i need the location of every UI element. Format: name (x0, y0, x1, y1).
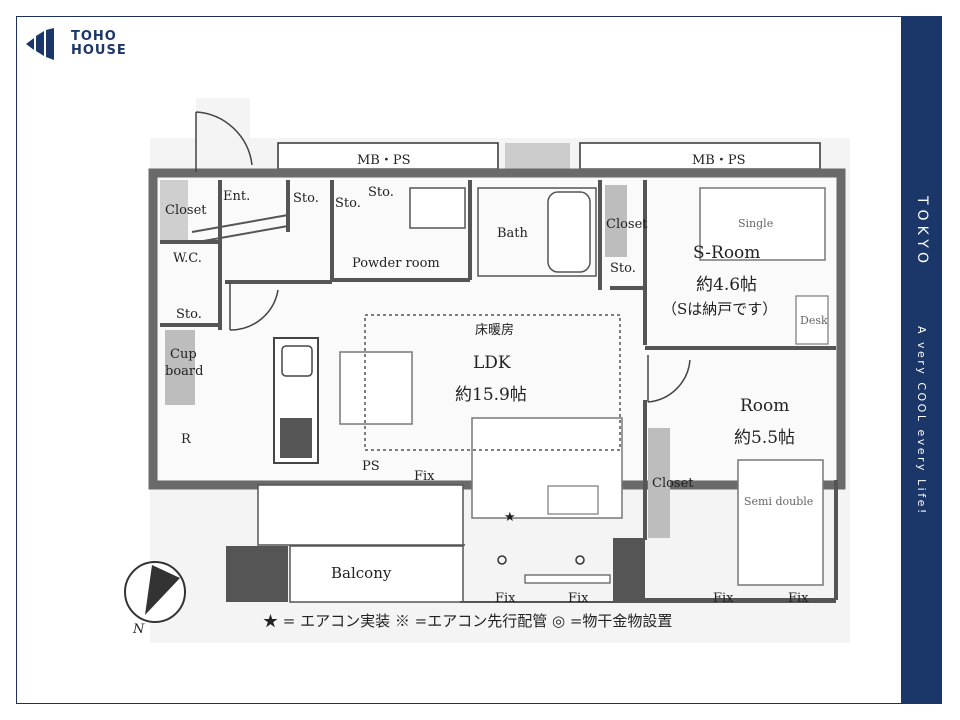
powder-room-label: Powder room (352, 256, 440, 271)
corridor-lines (191, 214, 289, 244)
brand-mark-icon (26, 28, 54, 60)
sofa-ottoman (547, 485, 599, 515)
ldk-label: LDK (473, 353, 511, 373)
brand-name: TOHO HOUSE (71, 30, 127, 58)
fix-label-5: Fix (788, 591, 809, 606)
shaft-label-right: MB・PS (692, 153, 746, 168)
dining-table (339, 351, 413, 425)
clothes-hanger-mark-1 (497, 555, 507, 565)
cupboard-fill (165, 330, 195, 405)
single-bed (699, 187, 826, 261)
cupboard-label-1: Cup (170, 347, 197, 362)
shaft-box-right (579, 142, 821, 170)
closet-fill (160, 180, 188, 240)
cupboard-label-2: board (165, 364, 204, 379)
bathroom-outline (477, 187, 597, 277)
fix-label-2: Fix (495, 591, 516, 606)
fix-label-4: Fix (713, 591, 734, 606)
interior-walls (160, 180, 836, 480)
brand-logo: TOHO HOUSE (24, 28, 144, 60)
shaft-gap (505, 143, 570, 169)
room-size-label: 約5.5帖 (734, 428, 796, 448)
kitchen-stove (280, 418, 312, 458)
balcony (289, 545, 464, 603)
fix-label-1: Fix (414, 469, 435, 484)
storage-label-1: Sto. (293, 191, 319, 206)
storage-label-sroom: Sto. (610, 261, 636, 276)
brand-line-1: TOHO (71, 29, 117, 44)
storage-label-wc: Sto. (176, 307, 202, 322)
room-label: Room (740, 396, 790, 416)
kitchen-sink (281, 345, 313, 377)
side-tagline: A very COOL every Life! (915, 326, 928, 516)
sroom-size-label: 約4.6帖 (696, 275, 758, 295)
balcony-pillar-right (613, 538, 645, 602)
room-closet-fill (648, 428, 670, 538)
semi-double-bed (737, 459, 824, 586)
legend-text: ★ = エアコン実装 ※ =エアコン先行配管 ◎ =物干金物設置 (263, 612, 673, 630)
plan-entry-area (196, 98, 250, 138)
sroom-note-label: （Sは納戸です） (662, 300, 778, 318)
brand-line-2: HOUSE (71, 43, 127, 58)
floor-heating-label: 床暖房 (475, 323, 515, 338)
storage-label-2: Sto. (335, 196, 361, 211)
closet-label-room: Closet (652, 476, 694, 491)
single-bed-label: Single (738, 217, 774, 230)
balcony-upper (257, 484, 464, 546)
aircon-star-icon: ★ (504, 510, 516, 525)
bathtub (547, 191, 591, 273)
closet-label-entrance: Closet (165, 203, 207, 218)
balcony-label: Balcony (331, 564, 392, 582)
outdoor-unit (524, 574, 611, 584)
floor-heating-area (364, 314, 621, 451)
pipe-shaft-label: PS (362, 459, 380, 474)
wc-label: W.C. (173, 251, 202, 266)
storage-label-3: Sto. (368, 185, 394, 200)
side-banner: TOKYO A very COOL every Life! (901, 16, 942, 704)
shaft-label-left: MB・PS (357, 153, 411, 168)
north-label: N (133, 622, 145, 637)
clothes-hanger-mark-2 (575, 555, 585, 565)
sroom-label: S-Room (693, 243, 761, 263)
refrigerator-label: R (181, 432, 191, 447)
north-arrow-icon (145, 565, 180, 615)
ldk-size-label: 約15.9帖 (455, 385, 527, 405)
semi-double-bed-label: Semi double (744, 495, 814, 508)
closet-label-sroom: Closet (606, 217, 648, 232)
bath-label: Bath (497, 226, 528, 241)
lower-walls (643, 480, 838, 602)
balcony-pillar-left (226, 546, 288, 602)
entrance-label: Ent. (223, 189, 251, 204)
desk-label: Desk (800, 314, 828, 327)
shaft-box-left (277, 142, 499, 170)
fix-label-3: Fix (568, 591, 589, 606)
wash-basin (409, 187, 466, 229)
sroom-closet-fill (605, 185, 627, 257)
sofa (471, 417, 623, 519)
desk (795, 295, 829, 345)
side-city: TOKYO (914, 196, 930, 269)
